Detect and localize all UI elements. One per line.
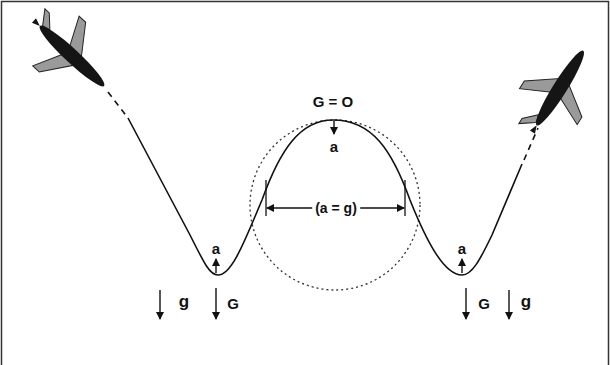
- acceleration-label: a: [212, 241, 220, 256]
- g-force-arrow: [465, 288, 466, 319]
- acceleration-arrow: [461, 259, 462, 273]
- span-label: (a = g): [312, 201, 360, 215]
- bracket-line: [404, 180, 405, 216]
- gravity-label: g: [179, 293, 189, 310]
- g-force-label: G: [227, 296, 239, 311]
- gravity-arrow: [159, 290, 160, 319]
- gravity-arrow: [508, 290, 509, 319]
- dashed-path: [524, 128, 538, 160]
- zero-g-label: G = O: [313, 94, 353, 109]
- acceleration-arrow: [215, 259, 216, 273]
- gravity-label: g: [521, 293, 531, 310]
- g-force-arrow: [215, 288, 216, 319]
- flight-path: [128, 118, 522, 275]
- g-force-label: G: [478, 296, 490, 311]
- acceleration-label: a: [330, 139, 338, 154]
- dashed-path: [108, 92, 128, 118]
- acceleration-label: a: [458, 241, 466, 256]
- bracket-line: [265, 180, 266, 216]
- dotted-circle: [250, 120, 420, 290]
- airplane-climbing: [504, 33, 610, 150]
- acceleration-arrow: [333, 121, 334, 134]
